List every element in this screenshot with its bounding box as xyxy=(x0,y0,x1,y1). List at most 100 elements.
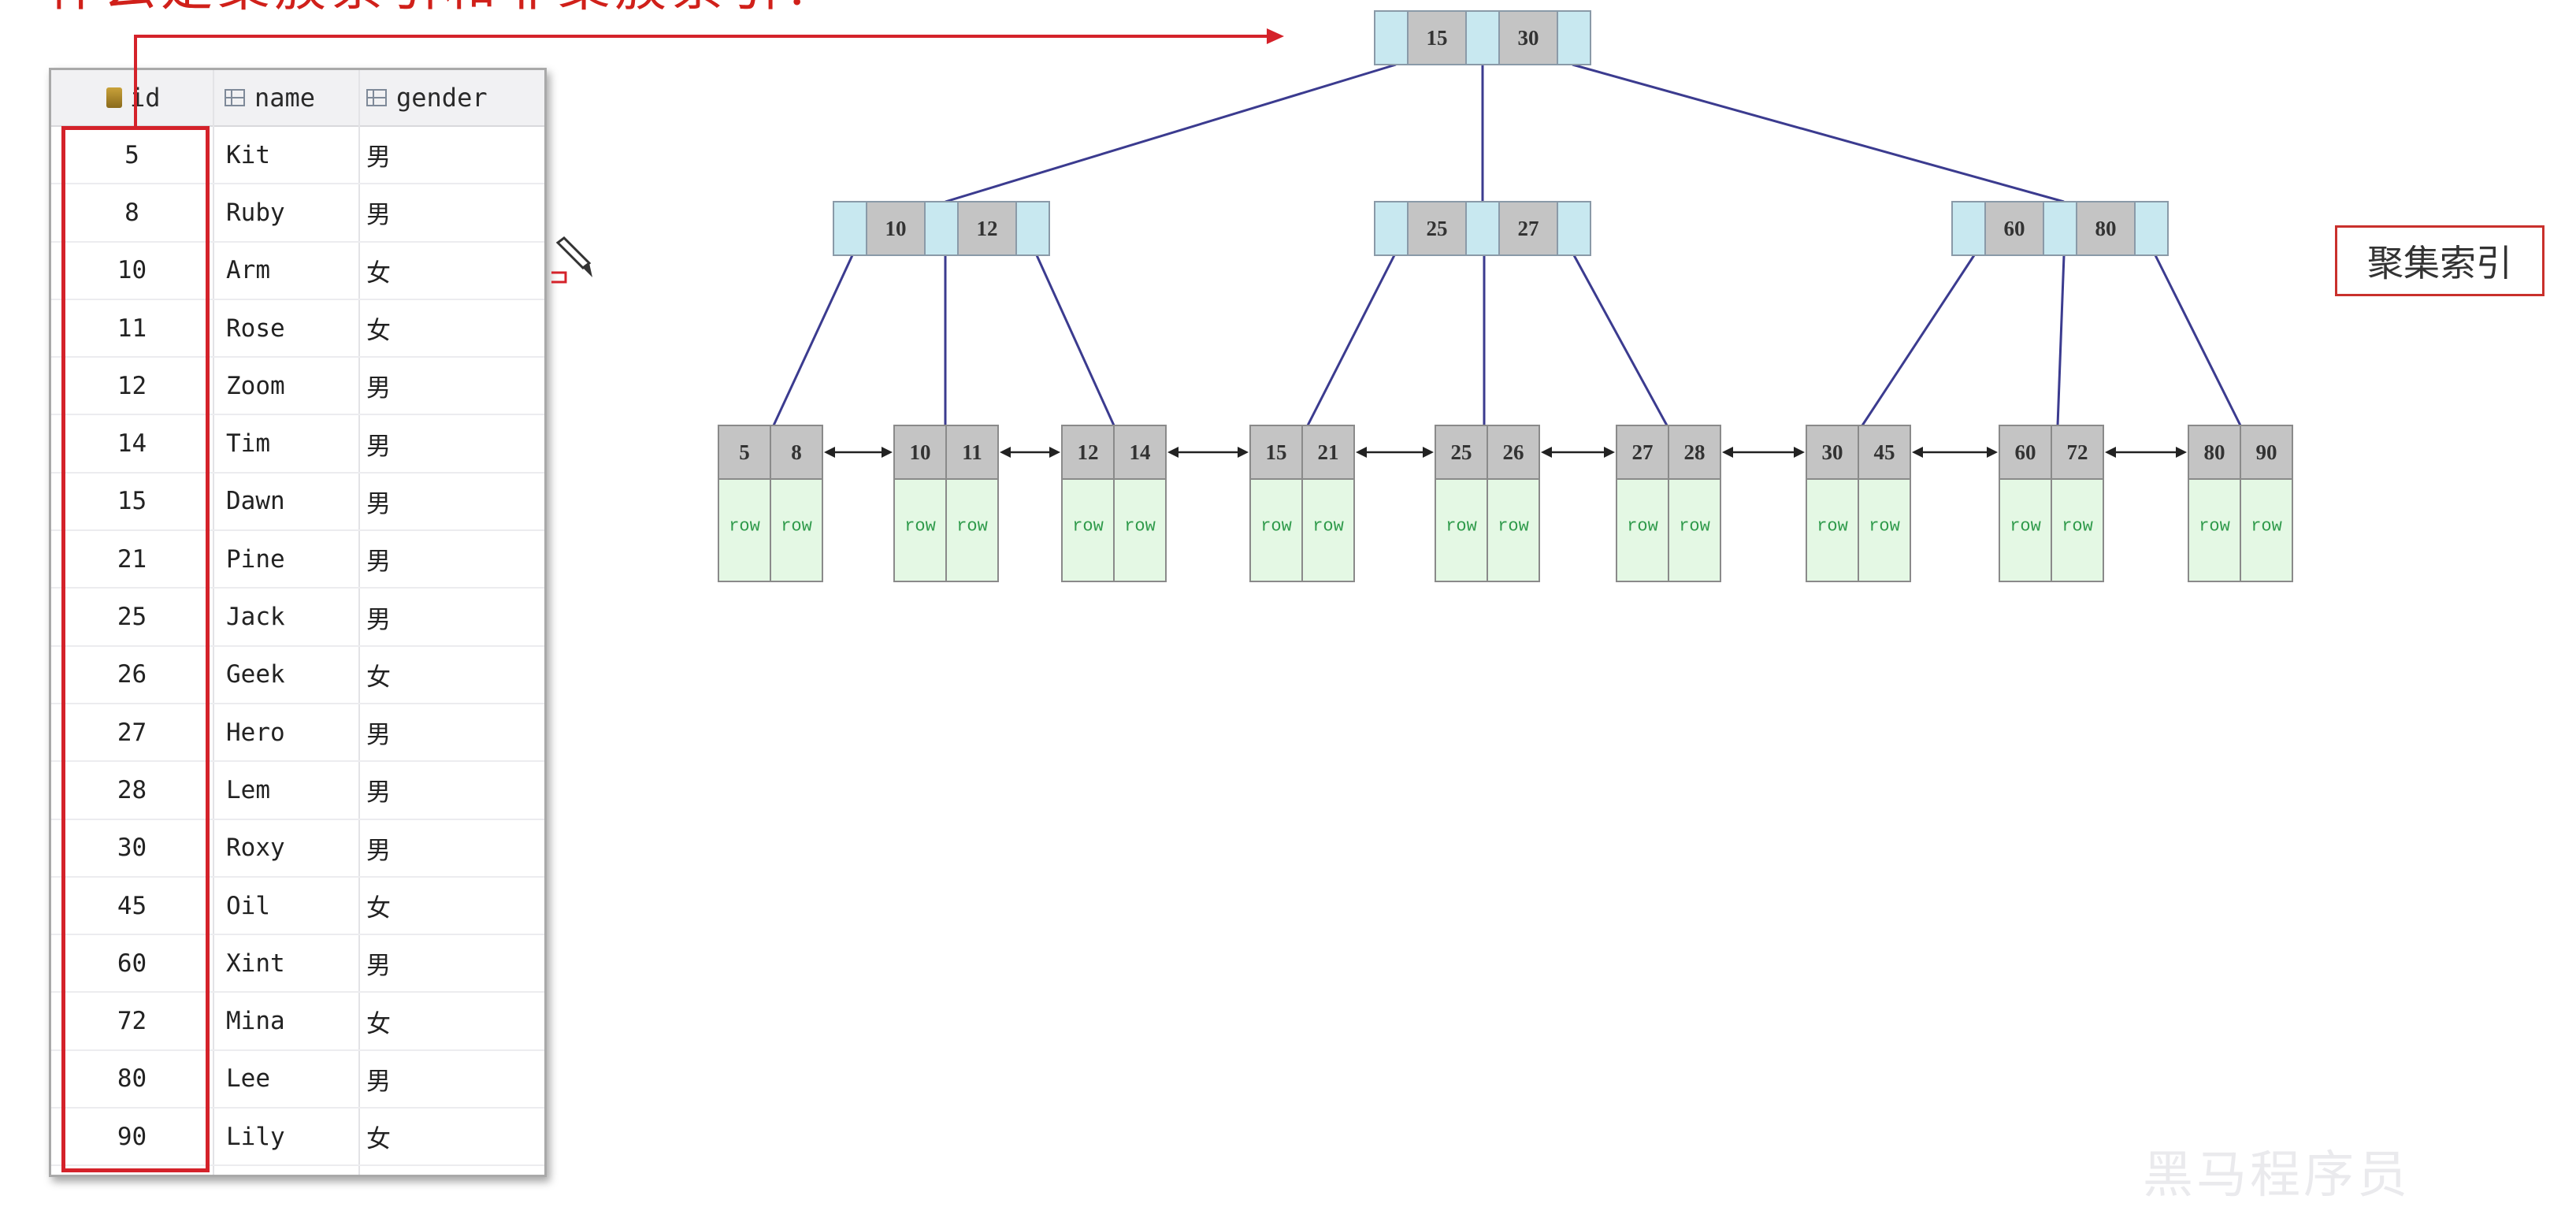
cell-gender[interactable]: 女 xyxy=(366,894,391,923)
cell-name[interactable]: Zoom xyxy=(226,371,285,400)
cell-gender[interactable]: 女 xyxy=(366,1009,391,1038)
leaf-link-arrow xyxy=(1356,447,1367,458)
internal-node-pointer xyxy=(1951,201,1986,256)
leaf-row-text: row xyxy=(1260,517,1292,537)
tree-edge xyxy=(1306,254,1396,426)
cell-name[interactable]: Lee xyxy=(226,1064,270,1094)
cell-name[interactable]: Hero xyxy=(226,718,285,747)
cell-id[interactable]: 60 xyxy=(117,949,147,978)
cell-gender[interactable]: 女 xyxy=(366,317,391,346)
cell-gender[interactable]: 男 xyxy=(366,1067,391,1096)
pencil-icon[interactable] xyxy=(551,236,599,284)
cell-id[interactable]: 30 xyxy=(117,834,147,863)
cell-id[interactable]: 15 xyxy=(117,487,147,516)
table-row[interactable]: 11 Rose 女 xyxy=(51,300,544,358)
cell-id[interactable]: 14 xyxy=(117,429,147,459)
leaf-key-text: 60 xyxy=(2015,440,2036,464)
table-row[interactable]: 27 Hero 男 xyxy=(51,704,544,763)
table-row[interactable]: 72 Mina 女 xyxy=(51,993,544,1051)
table-row[interactable]: 30 Roxy 男 xyxy=(51,820,544,878)
cell-id[interactable]: 12 xyxy=(117,371,147,400)
root-node-key xyxy=(1407,10,1467,65)
leaf-key xyxy=(1999,425,2052,480)
leaf-row xyxy=(1668,478,1721,582)
cell-gender[interactable]: 女 xyxy=(366,663,391,692)
cell-gender[interactable]: 男 xyxy=(366,143,391,173)
cell-name[interactable]: Pine xyxy=(226,544,285,574)
cell-name[interactable]: Geek xyxy=(226,660,285,689)
internal-node-key xyxy=(2076,201,2136,256)
clustered-index-label: 聚集索引 xyxy=(2335,225,2544,296)
cell-id[interactable]: 26 xyxy=(117,660,147,689)
cell-id[interactable]: 90 xyxy=(117,1122,147,1151)
cell-name[interactable]: Tim xyxy=(226,429,270,459)
leaf-link-arrow xyxy=(1238,447,1249,458)
cell-name[interactable]: Lily xyxy=(226,1122,285,1151)
leaf-key xyxy=(1249,425,1303,480)
leaf-row xyxy=(945,478,999,582)
cell-id[interactable]: 8 xyxy=(124,198,139,227)
cell-name[interactable]: Ruby xyxy=(226,198,285,227)
leaf-link-arrow xyxy=(1167,447,1179,458)
cell-gender[interactable]: 男 xyxy=(366,432,391,461)
cell-id[interactable]: 10 xyxy=(117,256,147,285)
leaf-key xyxy=(1487,425,1540,480)
leaf-row-text: row xyxy=(781,517,812,537)
leaf-key-text: 25 xyxy=(1451,440,1472,464)
cell-gender[interactable]: 男 xyxy=(366,721,391,750)
cell-gender[interactable]: 男 xyxy=(366,201,391,230)
cell-id[interactable]: 28 xyxy=(117,775,147,804)
column-header-gender[interactable]: gender xyxy=(366,70,488,125)
cell-name[interactable]: Kit xyxy=(226,140,270,169)
column-label: name xyxy=(254,83,316,113)
cell-gender[interactable]: 男 xyxy=(366,952,391,981)
cell-gender[interactable]: 男 xyxy=(366,548,391,577)
cell-name[interactable]: Roxy xyxy=(226,834,285,863)
table-row[interactable]: 25 Jack 男 xyxy=(51,589,544,647)
cell-name[interactable]: Rose xyxy=(226,314,285,343)
table-row[interactable]: 90 Lily 女 xyxy=(51,1109,544,1167)
internal-node-key xyxy=(866,201,926,256)
table-row[interactable]: 45 Oil 女 xyxy=(51,878,544,936)
cell-name[interactable]: Arm xyxy=(226,256,270,285)
leaf-key-text: 15 xyxy=(1266,440,1287,464)
cell-id[interactable]: 5 xyxy=(124,140,139,169)
cell-id[interactable]: 21 xyxy=(117,544,147,574)
cell-gender[interactable]: 女 xyxy=(366,258,391,288)
table-row[interactable]: 80 Lee 男 xyxy=(51,1051,544,1109)
table-row[interactable]: 26 Geek 女 xyxy=(51,647,544,704)
leaf-key xyxy=(1858,425,1911,480)
table-row[interactable]: 21 Pine 男 xyxy=(51,531,544,589)
column-header-name[interactable]: name xyxy=(225,70,315,125)
cell-gender[interactable]: 男 xyxy=(366,374,391,403)
cell-id[interactable]: 25 xyxy=(117,603,147,632)
table-row[interactable]: 60 Xint 男 xyxy=(51,935,544,993)
table-row[interactable]: 8 Ruby 男 xyxy=(51,184,544,243)
cell-name[interactable]: Xint xyxy=(226,949,285,978)
cell-gender[interactable]: 男 xyxy=(366,836,391,865)
table-row[interactable]: 12 Zoom 男 xyxy=(51,358,544,416)
table-row[interactable]: 15 Dawn 男 xyxy=(51,474,544,532)
cell-id[interactable]: 45 xyxy=(117,891,147,920)
cell-id[interactable]: 80 xyxy=(117,1064,147,1094)
table-row[interactable]: 5 Kit 男 xyxy=(51,127,544,185)
cell-name[interactable]: Mina xyxy=(226,1007,285,1036)
cell-id[interactable]: 72 xyxy=(117,1007,147,1036)
table-row[interactable]: 14 Tim 男 xyxy=(51,415,544,474)
table-row[interactable]: 10 Arm 女 xyxy=(51,243,544,300)
cell-name[interactable]: Lem xyxy=(226,775,270,804)
cell-id[interactable]: 27 xyxy=(117,718,147,747)
leaf-key-text: 11 xyxy=(962,440,982,464)
table-row[interactable]: 28 Lem 男 xyxy=(51,762,544,820)
cell-gender[interactable]: 男 xyxy=(366,489,391,518)
cell-gender[interactable]: 男 xyxy=(366,778,391,808)
cell-name[interactable]: Dawn xyxy=(226,487,285,516)
cell-gender[interactable]: 男 xyxy=(366,605,391,634)
cell-name[interactable]: Jack xyxy=(226,603,285,632)
root-node-key-text: 15 xyxy=(1427,26,1448,50)
internal-node-key xyxy=(1407,201,1467,256)
cell-name[interactable]: Oil xyxy=(226,891,270,920)
cell-gender[interactable]: 女 xyxy=(366,1125,391,1154)
cell-id[interactable]: 11 xyxy=(117,314,147,343)
